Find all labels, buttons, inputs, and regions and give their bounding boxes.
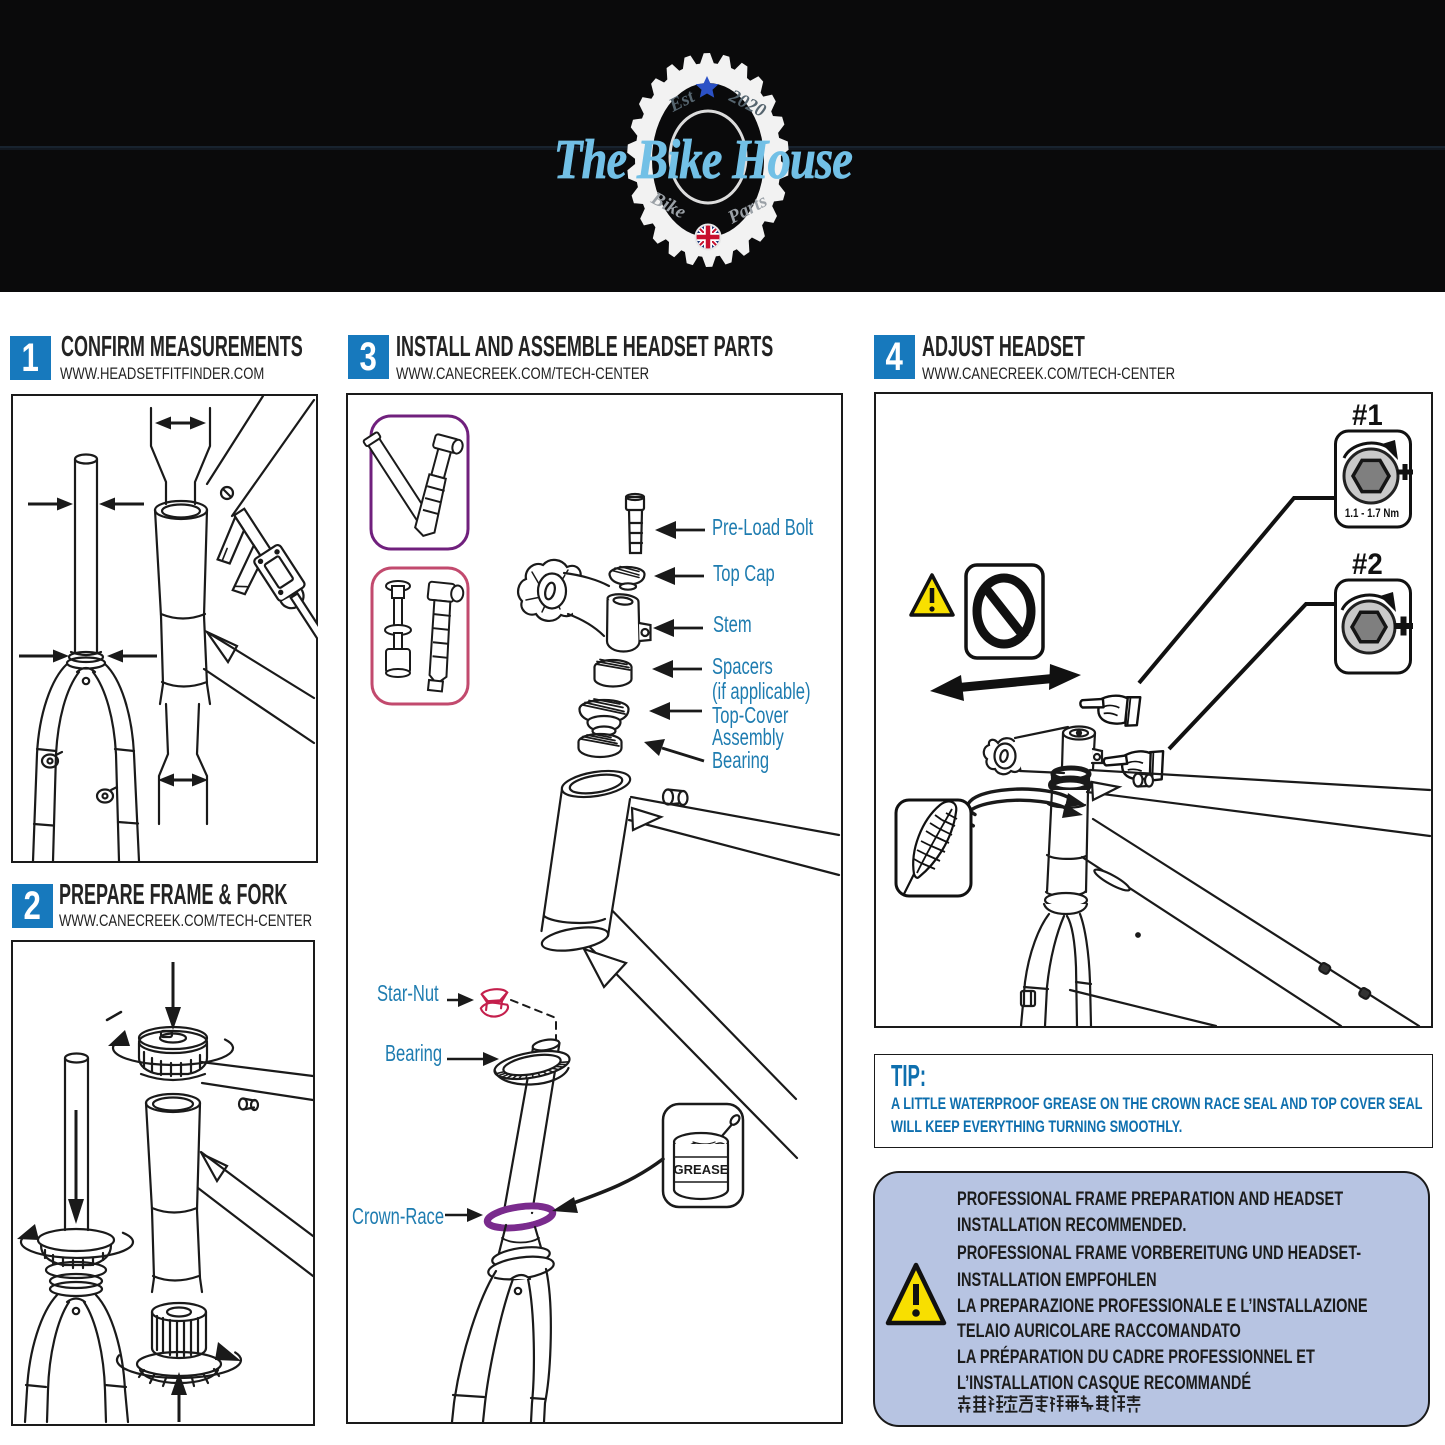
svg-text:#1: #1: [1352, 399, 1383, 432]
svg-text:The Bike House: The Bike House: [554, 129, 852, 191]
svg-text:GREASE: GREASE: [674, 1162, 729, 1177]
svg-text:1.1 - 1.7 Nm: 1.1 - 1.7 Nm: [1345, 507, 1399, 520]
svg-text:#2: #2: [1352, 548, 1383, 581]
